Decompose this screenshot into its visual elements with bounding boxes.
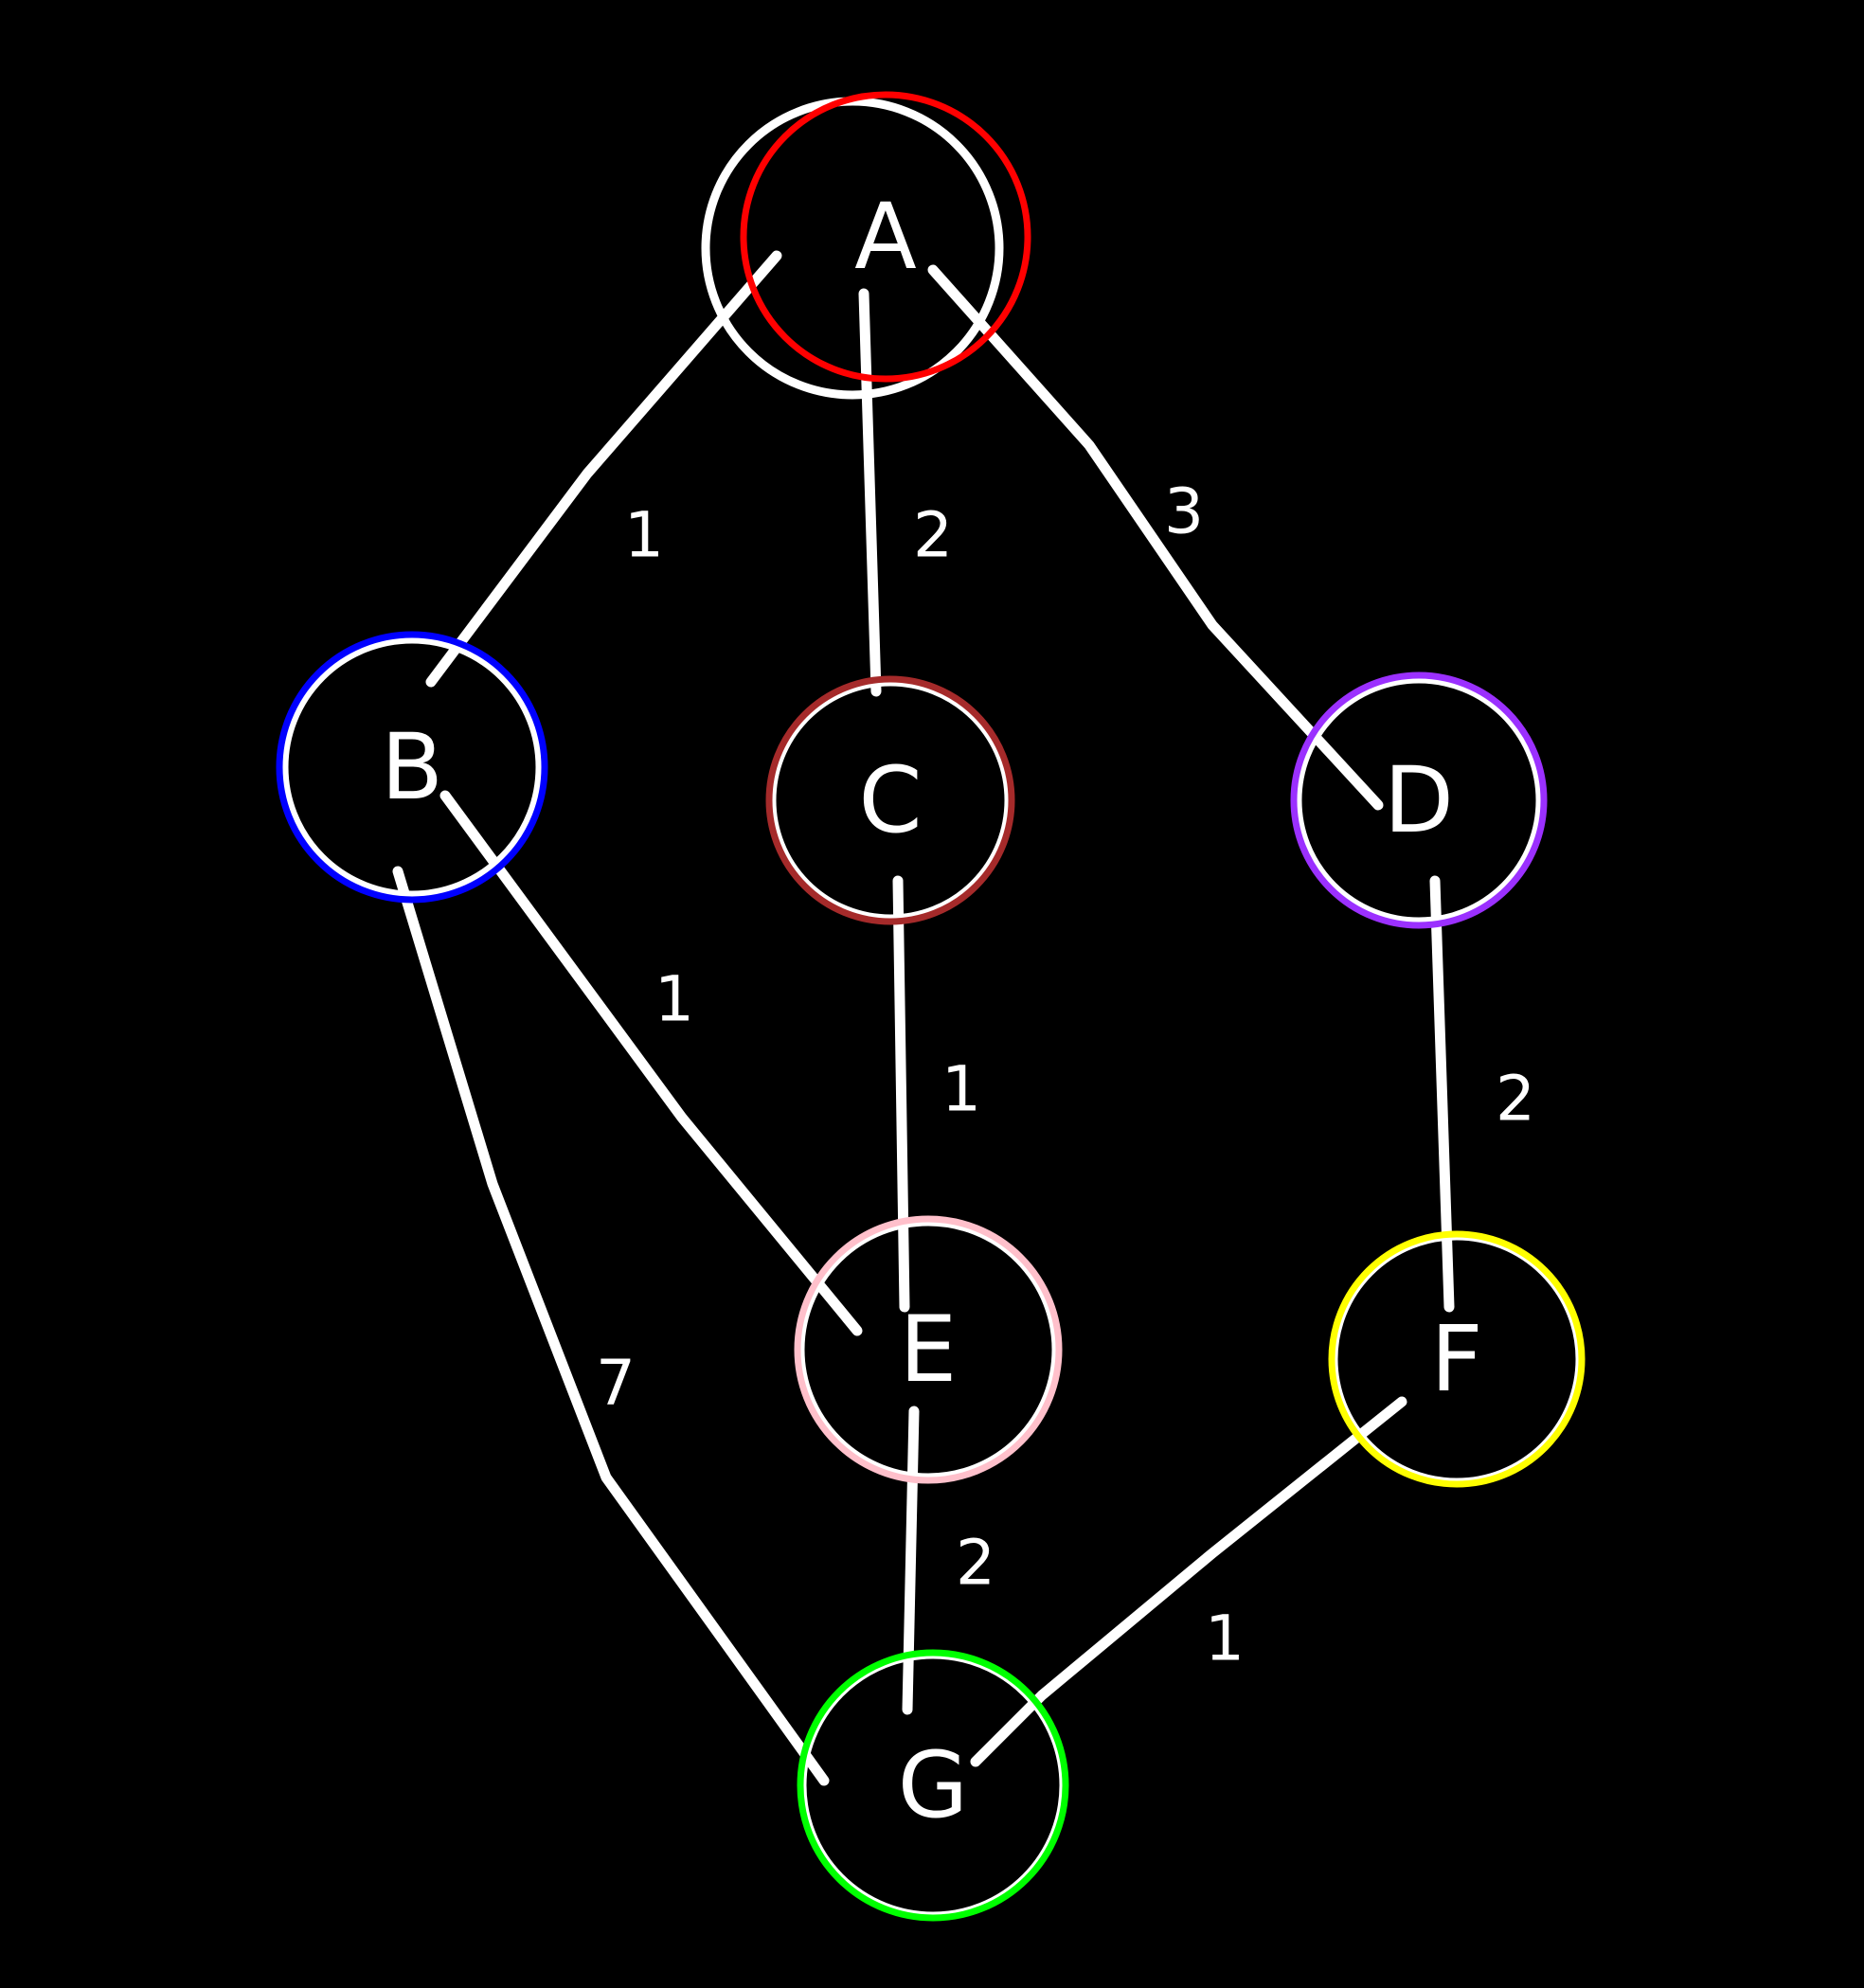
- edge-line: [439, 790, 863, 1336]
- node-b: B: [276, 631, 548, 904]
- edge-weight-label: 7: [596, 1347, 636, 1420]
- edge-f-g: 1: [970, 1396, 1407, 1767]
- node-color-ring: [1290, 672, 1548, 929]
- node-label: A: [854, 184, 917, 290]
- node-label: C: [858, 747, 922, 853]
- edge-line: [425, 250, 782, 688]
- edge-weight-label: 1: [941, 1053, 981, 1126]
- edge-c-e: 1: [892, 875, 981, 1313]
- edge-weight-label: 3: [1164, 475, 1204, 548]
- edges-layer: 1 2 3 1 7 1 2 2 1: [392, 250, 1535, 1786]
- edge-line: [927, 264, 1384, 811]
- node-label: D: [1384, 747, 1454, 853]
- edge-weight-label: 2: [1496, 1063, 1535, 1136]
- node-label: G: [898, 1732, 968, 1838]
- nodes-layer: A B C D E F G: [276, 91, 1586, 1922]
- node-label: B: [381, 714, 443, 820]
- edge-line: [858, 288, 882, 697]
- node-f: F: [1328, 1230, 1586, 1488]
- node-sketch-ring: [279, 635, 545, 900]
- edge-weight-label: 1: [1205, 1603, 1245, 1675]
- edge-a-d: 3: [927, 264, 1384, 811]
- node-color-ring: [740, 91, 1031, 383]
- edge-a-c: 2: [858, 288, 953, 697]
- edge-a-b: 1: [425, 250, 782, 688]
- edge-line: [892, 875, 910, 1313]
- node-g: G: [797, 1649, 1069, 1922]
- node-color-ring: [794, 1215, 1063, 1484]
- node-sketch-ring: [1293, 674, 1545, 926]
- edge-weight-label: 1: [654, 963, 694, 1036]
- edge-weight-label: 2: [956, 1527, 995, 1600]
- node-sketch-ring: [701, 97, 1004, 400]
- node-a: A: [701, 91, 1031, 400]
- edge-line: [902, 1406, 920, 1715]
- node-d: D: [1290, 672, 1548, 929]
- node-label: E: [900, 1297, 958, 1403]
- node-color-ring: [765, 675, 1015, 925]
- node-color-ring: [276, 631, 548, 904]
- edge-b-g: 7: [392, 866, 830, 1786]
- edge-weight-label: 2: [913, 499, 953, 572]
- node-color-ring: [797, 1649, 1069, 1922]
- edge-weight-label: 1: [624, 499, 664, 572]
- edge-b-e: 1: [439, 790, 863, 1336]
- edge-line: [1429, 875, 1455, 1313]
- node-c: C: [765, 675, 1015, 925]
- node-color-ring: [1328, 1230, 1586, 1488]
- node-e: E: [794, 1215, 1063, 1484]
- edge-line: [392, 866, 830, 1786]
- edge-line: [970, 1396, 1407, 1767]
- node-label: F: [1430, 1306, 1482, 1412]
